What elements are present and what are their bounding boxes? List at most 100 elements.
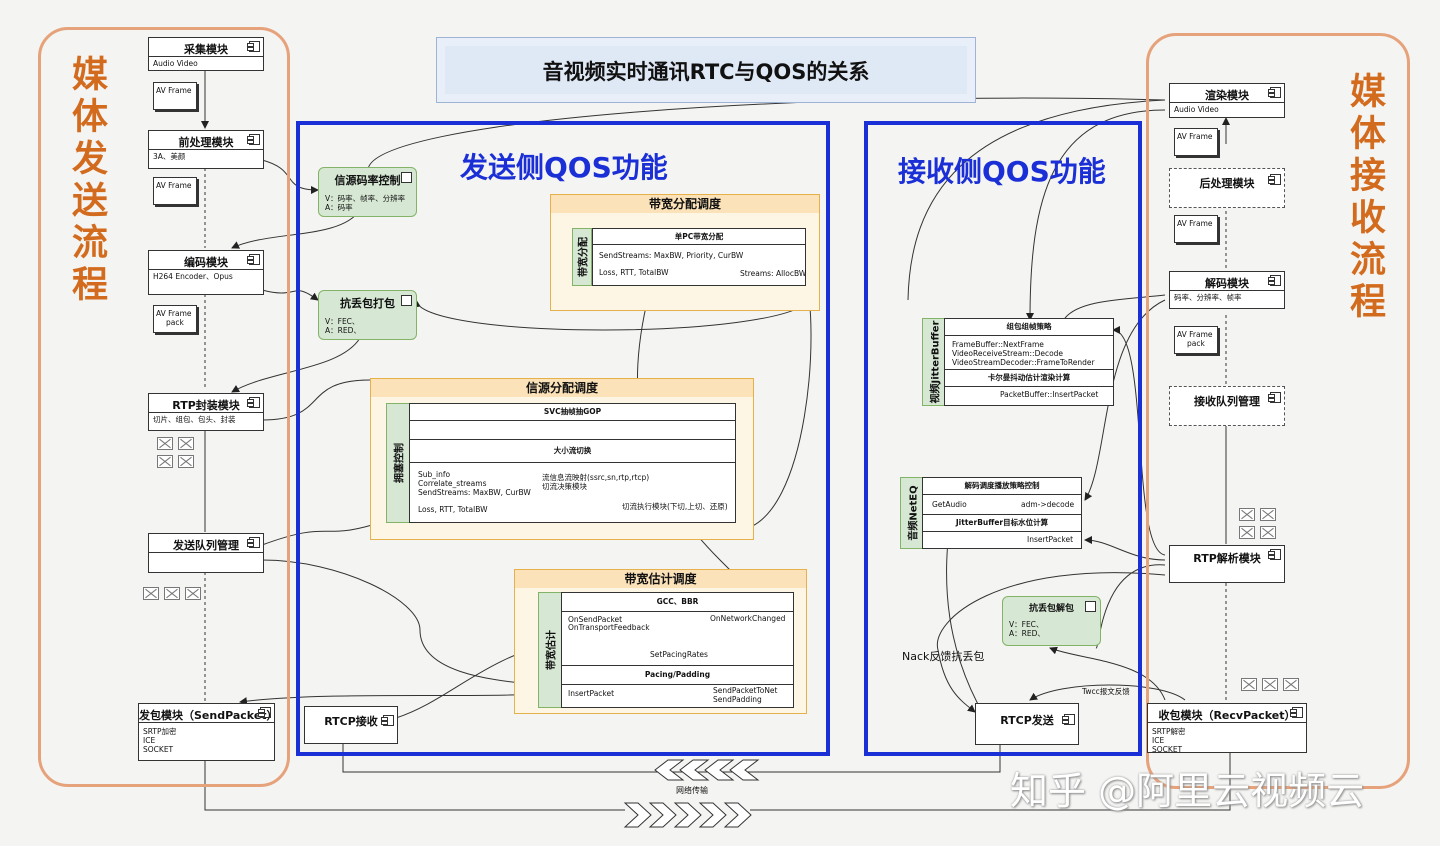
- bw-alloc-header: 带宽分配调度: [551, 195, 819, 213]
- av-frame-pack-icon: AV Frame pack: [153, 305, 197, 333]
- decode-module-name: 解码模块: [1170, 272, 1284, 291]
- packet-icon: [164, 587, 180, 600]
- av-frame-pack-line2: pack: [1187, 339, 1205, 348]
- av-frame-pack-line2: pack: [166, 318, 184, 327]
- component-icon: [381, 715, 394, 726]
- recv-packet-module-name: 收包模块（RecvPacket）: [1148, 704, 1306, 723]
- send-packet-sub1: SRTP加密: [143, 727, 177, 736]
- rate-control-name: 信源码率控制: [334, 174, 401, 187]
- rate-control-module[interactable]: 信源码率控制 V：码率、帧率、分辨率 A：码率: [318, 167, 417, 217]
- rtcp-send-module[interactable]: RTCP发送: [975, 703, 1079, 745]
- packet-icon: [157, 437, 173, 450]
- packet-icon: [185, 587, 201, 600]
- decode-module[interactable]: 解码模块 码率、分辨率、帧率: [1169, 271, 1285, 309]
- packet-icon: [1260, 526, 1276, 539]
- component-icon: [1268, 392, 1281, 403]
- jitter-j1: FrameBuffer::NextFrame: [952, 340, 1044, 349]
- packet-icon: [178, 437, 194, 450]
- render-module[interactable]: 渲染模块 Audio Video: [1169, 83, 1285, 118]
- packet-icon: [143, 587, 159, 600]
- jitter-table: 组包组帧策略 FrameBuffer::NextFrame VideoRecei…: [944, 318, 1114, 406]
- fec-pack-module[interactable]: 抗丢包打包 V：FEC、 A：RED、: [318, 290, 417, 340]
- send-flow-frame: [38, 27, 290, 787]
- rtcp-recv-module[interactable]: RTCP接收: [304, 706, 398, 744]
- nack-label: Nack反馈抗丢包: [902, 650, 985, 663]
- recv-flow-title: 媒体接收流程: [1344, 72, 1385, 324]
- bw-est-l2: OnTransportFeedback: [568, 623, 650, 632]
- fec-decode-name: 抗丢包解包: [1028, 604, 1074, 614]
- send-packet-sub3: SOCKET: [143, 745, 174, 754]
- postprocess-module[interactable]: 后处理模块: [1169, 168, 1285, 208]
- src-alloc-l1: Sub_info: [418, 470, 451, 479]
- component-icon: [247, 134, 260, 145]
- component-icon: [1268, 174, 1281, 185]
- component-icon: [1062, 714, 1075, 725]
- component-icon: [401, 172, 412, 183]
- bw-est-table: GCC、BBR OnSendPacket OnTransportFeedback…: [561, 592, 794, 708]
- send-packet-sub2: ICE: [143, 736, 156, 745]
- rtp-pack-module[interactable]: RTP封装模块 切片、组包、包头、封装: [148, 393, 264, 431]
- decode-module-sub: 码率、分辨率、帧率: [1174, 293, 1242, 302]
- capture-module-sub: Audio Video: [153, 59, 198, 68]
- src-alloc-r1: 流信息流映射(ssrc,sn,rtp,rtcp): [542, 473, 650, 482]
- rtp-parse-module[interactable]: RTP解析模块: [1169, 545, 1285, 583]
- bw-alloc-line2: Loss, RTT, TotalBW: [599, 268, 669, 277]
- component-icon: [247, 397, 260, 408]
- component-icon: [1268, 275, 1281, 286]
- recv-queue-module[interactable]: 接收队列管理: [1169, 386, 1285, 426]
- packet-icon: [157, 455, 173, 468]
- src-alloc-row1: SVC抽帧抽GOP: [410, 404, 735, 421]
- bw-alloc-line3: Streams: AllocBW: [740, 269, 807, 278]
- postprocess-module-name: 后处理模块: [1199, 177, 1255, 190]
- neteq-n4: JitterBuffer目标水位计算: [923, 514, 1081, 532]
- jitter-j4: 卡尔曼抖动估计渲染计算: [945, 369, 1113, 387]
- preprocess-module[interactable]: 前处理模块 3A、美颜: [148, 130, 264, 169]
- bw-est-header: 带宽估计调度: [515, 570, 806, 588]
- src-alloc-l3: SendStreams: MaxBW, CurBW: [418, 488, 531, 497]
- send-flow-title: 媒体发送流程: [66, 55, 107, 307]
- jitter-j2: VideoReceiveStream::Decode: [952, 349, 1064, 358]
- recv-packet-module[interactable]: 收包模块（RecvPacket） SRTP解密 ICE SOCKET: [1147, 703, 1307, 754]
- fec-decode-sub2: A：RED、: [1009, 629, 1045, 638]
- fec-pack-name: 抗丢包打包: [340, 297, 395, 310]
- component-icon: [1290, 707, 1303, 718]
- watermark: 知乎 @阿里云视频云: [1010, 769, 1365, 813]
- neteq-table: 解码调度播放策略控制 GetAudio adm->decode JitterBu…: [922, 477, 1082, 549]
- twcc-label: Twcc报文反馈: [1082, 687, 1130, 696]
- encode-module[interactable]: 编码模块 H264 Encoder、Opus: [148, 250, 264, 295]
- send-queue-module-name: 发送队列管理: [149, 534, 263, 553]
- src-alloc-r2: 切流决策模块: [542, 482, 587, 491]
- av-frame-pack-line1: AV Frame: [1177, 330, 1213, 339]
- bw-est-side-label: 带宽估计: [546, 630, 558, 670]
- send-queue-module[interactable]: 发送队列管理: [148, 533, 264, 573]
- rate-control-sub1: V：码率、帧率、分辨率: [325, 194, 406, 203]
- neteq-n3: adm->decode: [1021, 500, 1075, 509]
- av-frame-icon: AV Frame: [153, 82, 197, 110]
- capture-module[interactable]: 采集模块 Audio Video: [148, 37, 264, 71]
- bw-alloc-side-label: 带宽分配: [578, 237, 590, 277]
- component-icon: [247, 537, 260, 548]
- bw-est-row3: Pacing/Padding: [562, 665, 793, 685]
- bw-alloc-table-title: 单PC带宽分配: [593, 229, 805, 245]
- fec-decode-sub1: V：FEC、: [1009, 620, 1044, 629]
- rate-control-sub2: A：码率: [325, 203, 353, 212]
- bw-est-side: 带宽估计: [538, 592, 562, 708]
- bw-alloc-side: 带宽分配: [572, 228, 592, 286]
- bw-alloc-line1: SendStreams: MaxBW, Priority, CurBW: [599, 251, 744, 260]
- neteq-n5: InsertPacket: [1027, 535, 1074, 544]
- src-alloc-divider: [410, 421, 735, 440]
- fec-decode-module[interactable]: 抗丢包解包 V：FEC、 A：RED、: [1002, 596, 1101, 646]
- send-packet-module[interactable]: 发包模块（SendPacket） SRTP加密 ICE SOCKET: [138, 703, 278, 761]
- page-title-box: 音视频实时通讯RTC与QOS的关系: [436, 37, 976, 103]
- send-packet-module-name: 发包模块（SendPacket）: [139, 704, 278, 723]
- av-frame-icon: AV Frame: [1174, 215, 1218, 243]
- component-icon: [401, 295, 412, 306]
- packet-icon: [1283, 678, 1299, 691]
- fec-pack-sub1: V：FEC、: [325, 317, 360, 326]
- neteq-side-label: 音频NetEQ: [908, 485, 920, 541]
- bw-est-r1: OnNetworkChanged: [710, 614, 786, 623]
- render-module-sub: Audio Video: [1174, 105, 1219, 114]
- jitter-j3: VideoStreamDecoder::FrameToRender: [952, 358, 1095, 367]
- av-frame-icon: AV Frame: [1174, 128, 1218, 156]
- bw-est-mid: SetPacingRates: [650, 650, 708, 659]
